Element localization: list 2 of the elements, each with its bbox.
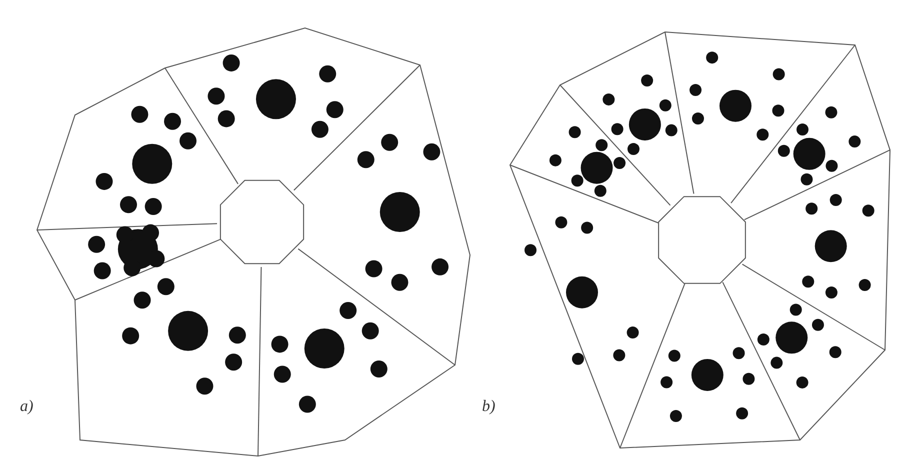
panel-label: a)	[20, 398, 34, 416]
panel-label: b)	[482, 398, 496, 416]
